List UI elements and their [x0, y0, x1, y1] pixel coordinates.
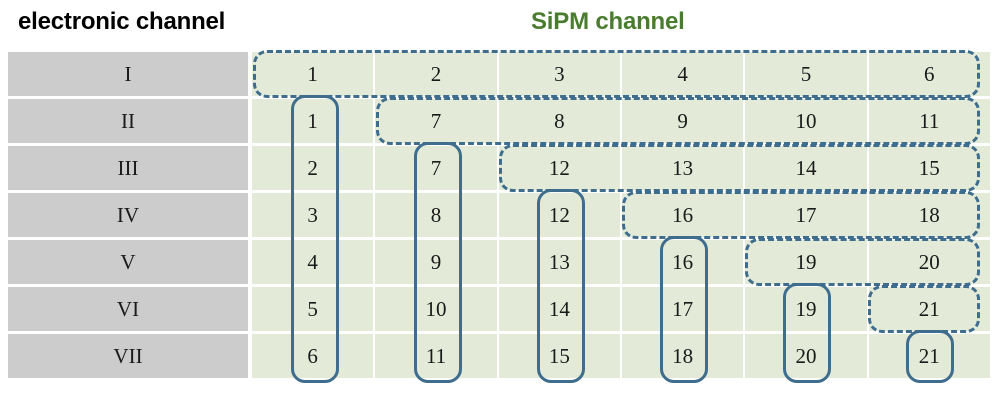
sipm-channel-cell: 5 [745, 52, 867, 96]
sipm-channel-cell: 8 [375, 193, 497, 237]
sipm-channel-cell: 10 [745, 99, 867, 143]
sipm-channel-cell: 11 [868, 99, 990, 143]
sipm-channel-cell: 11 [375, 334, 497, 378]
sipm-channel-cell: 16 [621, 193, 744, 237]
electronic-channel-label: II [8, 99, 248, 143]
electronic-channel-label: V [8, 240, 248, 284]
sipm-channel-cell: 2 [375, 52, 497, 96]
sipm-channel-title: SiPM channel [531, 8, 685, 35]
sipm-channel-cell: 14 [745, 146, 867, 190]
sipm-channel-cell: 17 [621, 287, 744, 331]
sipm-channel-cell: 20 [745, 334, 867, 378]
sipm-channel-cell: 4 [621, 52, 744, 96]
electronic-channel-label: VII [8, 334, 248, 378]
sipm-channel-cell: 20 [868, 240, 990, 284]
sipm-channel-cell: 15 [868, 146, 990, 190]
sipm-channel-cell: 19 [745, 240, 867, 284]
sipm-channel-cell: 14 [498, 287, 620, 331]
sipm-channel-cell: 9 [375, 240, 497, 284]
sipm-channel-cell: 4 [252, 240, 374, 284]
sipm-channel-cell: 6 [252, 334, 374, 378]
electronic-channel-label: III [8, 146, 248, 190]
sipm-channel-cell: 7 [375, 99, 497, 143]
sipm-channel-cell: 18 [868, 193, 990, 237]
sipm-channel-cell: 17 [745, 193, 867, 237]
sipm-channel-cell: 13 [498, 240, 620, 284]
sipm-channel-cell: 1 [252, 52, 374, 96]
sipm-channel-cell: 21 [868, 287, 990, 331]
sipm-channel-cell: 3 [252, 193, 374, 237]
sipm-channel-cell: 8 [498, 99, 620, 143]
sipm-channel-cell: 12 [498, 193, 620, 237]
sipm-channel-cell: 2 [252, 146, 374, 190]
sipm-channel-cell: 9 [621, 99, 744, 143]
electronic-channel-label: VI [8, 287, 248, 331]
sipm-channel-cell: 1 [252, 99, 374, 143]
sipm-channel-cell: 6 [868, 52, 990, 96]
sipm-channel-cell: 12 [498, 146, 620, 190]
sipm-channel-cell: 16 [621, 240, 744, 284]
electronic-channel-label: I [8, 52, 248, 96]
electronic-channel-title: electronic channel [18, 8, 226, 35]
sipm-channel-cell: 18 [621, 334, 744, 378]
sipm-channel-cell: 10 [375, 287, 497, 331]
sipm-channel-cell: 19 [745, 287, 867, 331]
sipm-channel-cell: 3 [498, 52, 620, 96]
sipm-channel-cell: 13 [621, 146, 744, 190]
sipm-channel-cell: 15 [498, 334, 620, 378]
electronic-channel-label: IV [8, 193, 248, 237]
sipm-channel-cell: 21 [868, 334, 990, 378]
sipm-channel-cell: 5 [252, 287, 374, 331]
sipm-channel-cell: 7 [375, 146, 497, 190]
